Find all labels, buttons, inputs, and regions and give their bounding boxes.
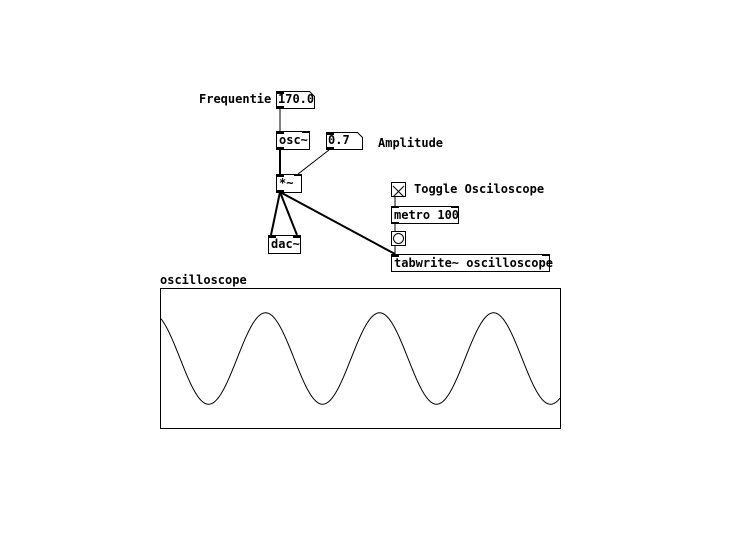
multiply-label: *~ <box>279 176 294 190</box>
multiply-left-inlet[interactable] <box>277 174 284 177</box>
dac-right-inlet[interactable] <box>293 235 300 238</box>
frequency-value: 170.0 <box>278 92 315 106</box>
multiply-object[interactable]: *~ <box>276 174 302 193</box>
osc-label: osc~ <box>279 133 308 147</box>
tabwrite-object[interactable]: tabwrite~ oscilloscope <box>391 254 553 272</box>
array-waveform <box>160 312 561 405</box>
osc-object[interactable]: osc~ <box>276 131 310 150</box>
number-box-frame <box>326 132 363 150</box>
array-waveform-line <box>160 312 561 405</box>
multiply-outlet[interactable] <box>277 190 284 193</box>
osc-inlet[interactable] <box>277 131 284 134</box>
comment-amplitude: Amplitude <box>378 136 444 150</box>
oscilloscope-array-graph[interactable] <box>160 288 561 429</box>
metro-object[interactable]: metro 100 <box>391 206 459 224</box>
cord-amp-to-multiply <box>297 149 330 175</box>
osc-phase-inlet[interactable] <box>302 131 309 133</box>
number-box-frame <box>276 91 315 109</box>
metro-outlet[interactable] <box>392 222 399 224</box>
comment-frequentie: Frequentie <box>199 92 272 106</box>
oscilloscope-toggle[interactable] <box>391 182 406 198</box>
tabwrite-label: tabwrite~ oscilloscope <box>394 256 553 270</box>
metro-right-inlet[interactable] <box>451 206 458 208</box>
comment-toggle-osciloscope: Toggle Osciloscope <box>414 182 545 196</box>
array-label: oscilloscope <box>160 273 247 287</box>
multiply-right-inlet[interactable] <box>294 174 301 176</box>
metro-left-inlet[interactable] <box>392 206 399 208</box>
amplitude-value: 0.7 <box>328 133 350 147</box>
dac-left-inlet[interactable] <box>269 235 276 238</box>
bang-circle-icon <box>393 233 404 244</box>
bang-button[interactable] <box>391 231 406 246</box>
tabwrite-left-inlet[interactable] <box>392 254 399 257</box>
cord-multiply-to-dac-right <box>279 191 298 236</box>
amplitude-number-box[interactable]: 0.7 <box>326 132 363 150</box>
frequency-number-box[interactable]: 170.0 <box>276 91 315 109</box>
dac-label: dac~ <box>271 237 300 251</box>
toggle-x-icon <box>392 185 405 198</box>
cord-multiply-to-dac-left <box>270 191 281 236</box>
osc-outlet[interactable] <box>277 147 284 150</box>
dac-object[interactable]: dac~ <box>268 235 301 254</box>
metro-label: metro 100 <box>394 208 460 222</box>
tabwrite-right-inlet[interactable] <box>542 254 549 256</box>
